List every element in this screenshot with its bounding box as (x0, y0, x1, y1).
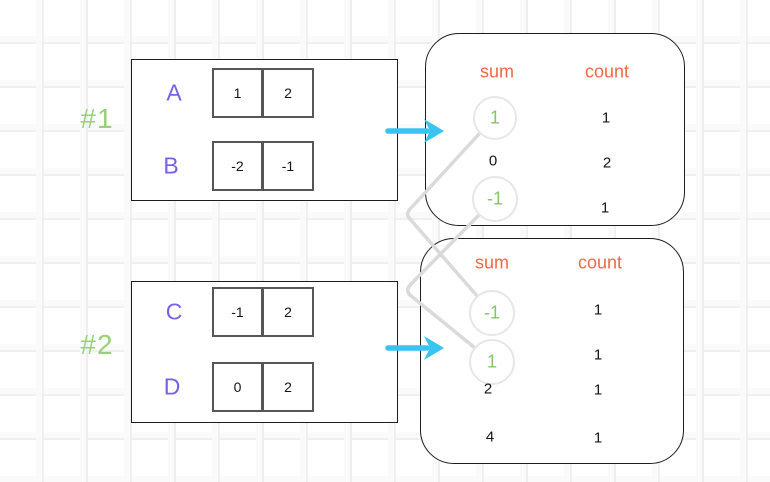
array-cells-c[interactable]: -1 2 (212, 287, 314, 337)
array-label-d: D (163, 373, 181, 400)
array-cell: -1 (263, 141, 314, 191)
sum-value: 0 (488, 152, 498, 170)
array-cell: 2 (263, 287, 314, 337)
result-table-1[interactable] (425, 33, 685, 226)
sum-value: 2 (483, 380, 493, 398)
array-cells-b[interactable]: -2 -1 (212, 141, 314, 191)
count-value: 1 (600, 199, 610, 217)
count-value: 1 (601, 109, 611, 127)
array-label-a: A (166, 79, 182, 106)
count-value: 1 (593, 429, 603, 447)
count-value: 1 (593, 346, 603, 364)
sum-value: 4 (485, 428, 495, 446)
array-cell: -2 (212, 141, 263, 191)
result-table-2[interactable] (420, 238, 684, 464)
array-label-c: C (165, 298, 183, 325)
count-value: 1 (593, 381, 603, 399)
sum-value-highlighted: 1 (486, 351, 498, 372)
array-cell: 1 (212, 68, 263, 118)
sum-value-highlighted: -1 (486, 188, 504, 209)
array-cells-a[interactable]: 1 2 (212, 68, 314, 118)
array-label-b: B (163, 152, 179, 179)
array-cell: -1 (212, 287, 263, 337)
count-value: 2 (602, 154, 612, 172)
dataset-1-tag[interactable]: #1 (80, 103, 114, 134)
array-cell: 0 (212, 362, 263, 412)
dataset-2-tag[interactable]: #2 (80, 329, 114, 360)
sum-column-header: sum (474, 252, 510, 273)
count-column-header: count (577, 252, 623, 273)
array-cell: 2 (263, 362, 314, 412)
array-cells-d[interactable]: 0 2 (212, 362, 314, 412)
count-value: 1 (593, 301, 603, 319)
sum-value-highlighted: 1 (489, 107, 501, 128)
sum-value-highlighted: -1 (483, 302, 501, 323)
sum-column-header: sum (479, 61, 515, 82)
count-column-header: count (584, 61, 630, 82)
array-cell: 2 (263, 68, 314, 118)
